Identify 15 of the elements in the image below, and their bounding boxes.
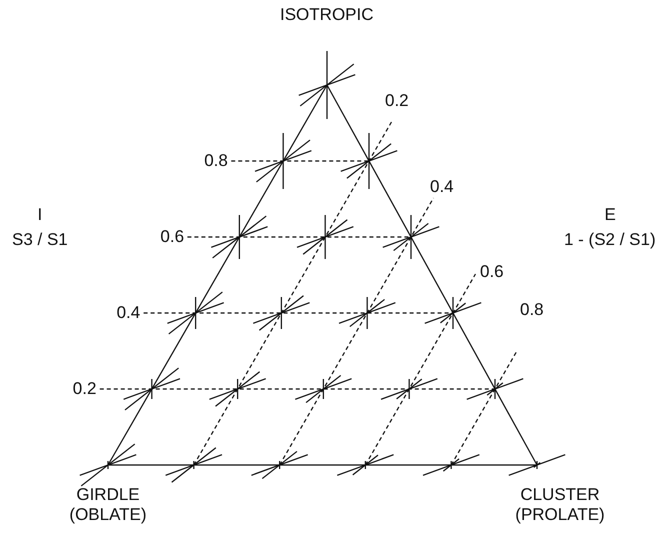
axis-label: I xyxy=(38,205,42,225)
tick-label: 0.8 xyxy=(520,300,544,320)
tick-label: 0.8 xyxy=(204,151,228,171)
vertex-label: ISOTROPIC xyxy=(280,5,374,25)
tick-label: 0.2 xyxy=(72,379,96,399)
tick-label: 0.2 xyxy=(385,91,409,111)
tick-label: 0.6 xyxy=(160,227,184,247)
axis-label: 1 - (S2 / S1) xyxy=(564,230,656,250)
tick-label: 0.4 xyxy=(430,177,454,197)
vertex-label: GIRDLE (OBLATE) xyxy=(68,485,148,525)
vertex-label: CLUSTER (PROLATE) xyxy=(514,485,606,525)
tick-label: 0.4 xyxy=(116,303,140,323)
axis-label: S3 / S1 xyxy=(12,230,68,250)
axis-label: E xyxy=(604,205,616,225)
tick-label: 0.6 xyxy=(480,262,504,282)
